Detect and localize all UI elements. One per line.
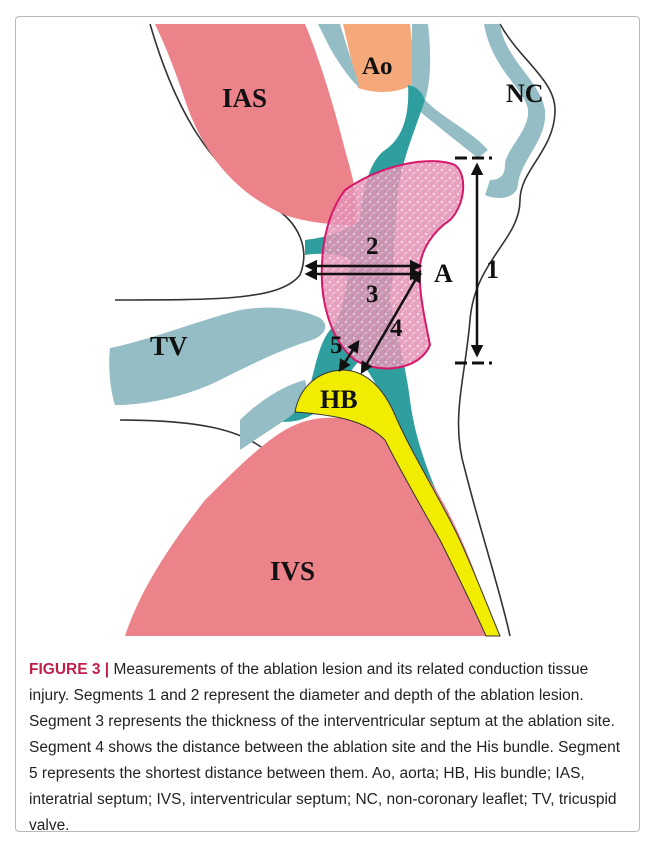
label-segment-3: 3 xyxy=(366,281,379,308)
label-segment-4: 4 xyxy=(390,315,403,342)
figure-label: FIGURE 3 | xyxy=(29,661,109,678)
label-nc: NC xyxy=(506,79,544,108)
label-ivs: IVS xyxy=(270,556,315,586)
ias-region xyxy=(155,24,357,225)
label-segment-5: 5 xyxy=(330,332,343,359)
label-hb: HB xyxy=(320,385,358,414)
aortic-wall-right xyxy=(412,24,488,158)
label-ias: IAS xyxy=(222,83,267,113)
figure-caption: FIGURE 3 | Measurements of the ablation … xyxy=(29,657,629,839)
label-segment-1: 1 xyxy=(486,255,499,284)
label-a: A xyxy=(434,259,453,288)
label-segment-2: 2 xyxy=(366,233,379,260)
nc-leaflet xyxy=(484,24,545,198)
caption-text: Measurements of the ablation lesion and … xyxy=(29,661,620,834)
label-tv: TV xyxy=(150,331,188,361)
label-ao: Ao xyxy=(362,53,393,80)
